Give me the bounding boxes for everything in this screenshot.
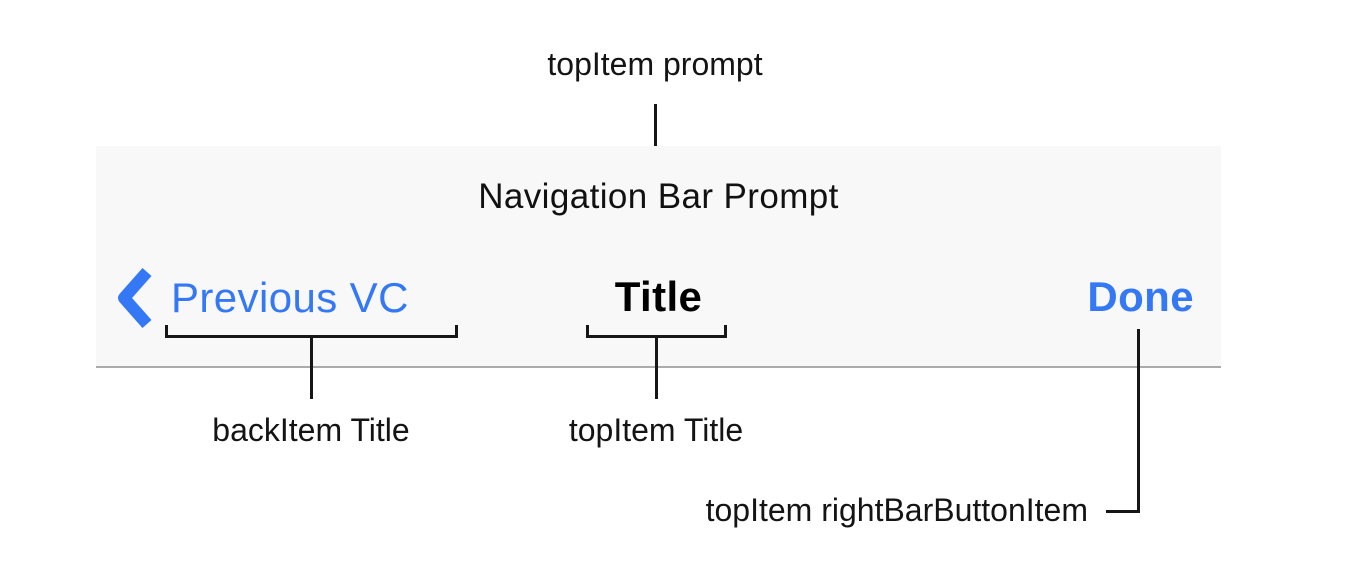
back-button[interactable]: Previous VC (116, 266, 409, 330)
bracket-title (586, 325, 727, 338)
navbar-title: Title (614, 273, 703, 320)
navigation-bar: Navigation Bar Prompt Previous VC Title … (96, 146, 1221, 368)
callout-backitem-title-label: backItem Title (212, 412, 410, 448)
callout-line-title (655, 337, 658, 399)
callout-topitem-prompt-label: topItem prompt (547, 46, 763, 82)
bracket-back-item (165, 325, 458, 338)
done-button[interactable]: Done (1087, 273, 1194, 320)
callout-line-back-item (310, 337, 313, 399)
back-chevron-icon (116, 267, 154, 329)
callout-topitem-title-label: topItem Title (568, 412, 744, 448)
callout-rightbarbuttonitem-label: topItem rightBarButtonItem (705, 492, 1088, 528)
callout-line-topitem-prompt (654, 104, 657, 164)
back-button-label: Previous VC (171, 274, 409, 321)
navbar-prompt-text: Navigation Bar Prompt (478, 177, 839, 216)
callout-line-right-bar-button (1106, 329, 1140, 513)
